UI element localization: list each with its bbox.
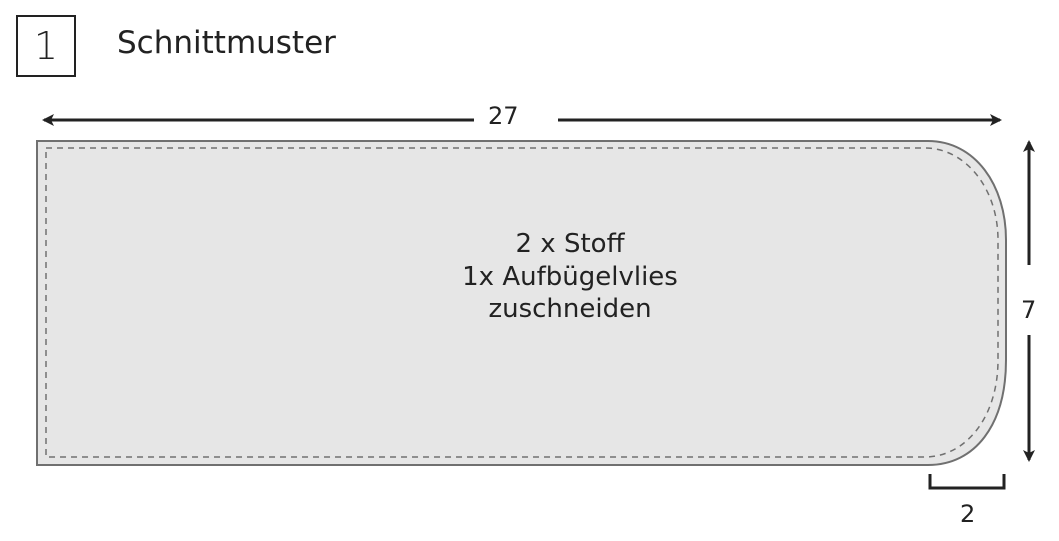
cutting-instructions: 2 x Stoff 1x Aufbügelvlies zuschneiden (320, 228, 820, 326)
corner-dimension-bracket (928, 474, 1006, 490)
instruction-line-fabric: 2 x Stoff (515, 229, 625, 259)
pattern-piece-outline (36, 140, 1007, 466)
height-label: 7 (1021, 292, 1037, 328)
seam-allowance-line (45, 147, 999, 458)
instruction-line-cut: zuschneiden (488, 294, 652, 324)
step-number: 1 (33, 24, 59, 68)
step-number-box: 1 (16, 15, 76, 77)
page-title: Schnittmuster (117, 25, 336, 61)
instruction-line-interfacing: 1x Aufbügelvlies (462, 261, 678, 292)
width-label: 27 (474, 104, 533, 128)
corner-label: 2 (960, 500, 976, 528)
